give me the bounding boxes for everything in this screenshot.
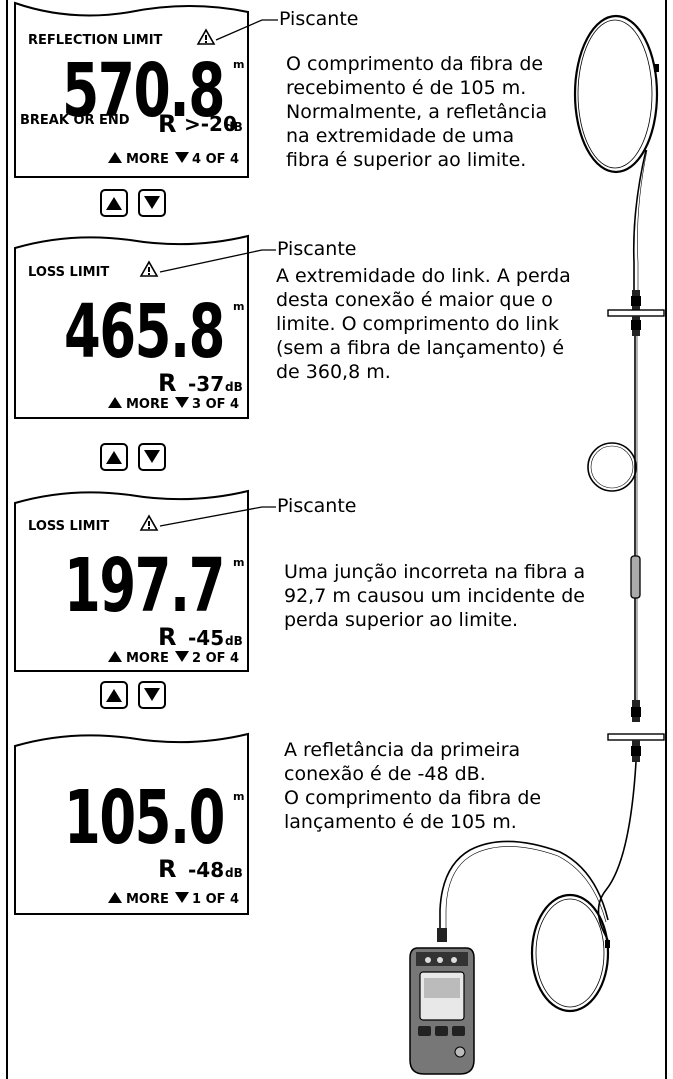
reflectance-value: -37 xyxy=(188,372,224,396)
reflectance-unit: dB xyxy=(225,120,243,134)
fiber-loop xyxy=(587,442,637,492)
page-indicator: 1 OF 4 xyxy=(192,892,239,907)
reflectance-unit: dB xyxy=(225,866,243,880)
blinking-label: Piscante xyxy=(279,8,359,30)
otdr-tester-device xyxy=(409,928,475,1075)
status-label: BREAK OR END xyxy=(20,113,130,128)
distance-unit: m xyxy=(233,300,244,313)
fiber-connector xyxy=(607,700,665,762)
warning-label: LOSS LIMIT xyxy=(28,265,109,280)
page-indicator: 4 OF 4 xyxy=(192,152,239,167)
up-triangle-icon xyxy=(108,892,122,903)
fiber-connector xyxy=(607,290,665,336)
blinking-label: Piscante xyxy=(277,495,357,517)
up-triangle-icon xyxy=(108,152,122,163)
more-label: MORE xyxy=(126,397,169,412)
leader-lines xyxy=(159,19,278,527)
down-triangle-icon xyxy=(175,892,189,903)
reflectance-value: -48 xyxy=(188,858,224,882)
up-arrow-button[interactable] xyxy=(100,189,128,217)
down-triangle-icon xyxy=(175,152,189,163)
reflectance-value: >-20 xyxy=(184,112,237,136)
down-arrow-button[interactable] xyxy=(138,443,166,471)
more-label: MORE xyxy=(126,152,169,167)
note-screen-2: A extremidade do link. A perda desta con… xyxy=(276,265,571,383)
note-screen-4: A refletância da primeira conexão é de -… xyxy=(284,739,542,833)
more-label: MORE xyxy=(126,892,169,907)
warning-triangle-icon xyxy=(196,28,216,45)
event-type: R xyxy=(158,623,176,651)
reflectance-unit: dB xyxy=(225,380,243,394)
fiber-splice xyxy=(630,555,641,599)
lcd-screen-3: LOSS LIMIT 197.7 m R -45 dB MORE 2 OF 4 xyxy=(14,489,249,672)
more-label: MORE xyxy=(126,651,169,666)
note-screen-3: Uma junção incorreta na fibra a 92,7 m c… xyxy=(284,561,586,631)
distance-readout: 570.8 xyxy=(62,48,224,134)
page-indicator: 2 OF 4 xyxy=(192,651,239,666)
distance-unit: m xyxy=(233,790,244,803)
down-arrow-button[interactable] xyxy=(138,189,166,217)
distance-unit: m xyxy=(233,556,244,569)
event-type: R xyxy=(158,110,176,138)
warning-triangle-icon xyxy=(139,260,159,277)
launch-fiber-spool xyxy=(530,893,610,1013)
warning-label: REFLECTION LIMIT xyxy=(28,33,163,48)
event-type: R xyxy=(158,369,176,397)
lcd-screen-4: 105.0 m R -48 dB MORE 1 OF 4 xyxy=(14,732,249,915)
lcd-screen-1: REFLECTION LIMIT 570.8 m BREAK OR END R … xyxy=(14,1,249,178)
up-arrow-button[interactable] xyxy=(100,443,128,471)
distance-unit: m xyxy=(233,58,244,71)
page-indicator: 3 OF 4 xyxy=(192,397,239,412)
warning-label: LOSS LIMIT xyxy=(28,519,109,534)
up-arrow-button[interactable] xyxy=(100,681,128,709)
event-type: R xyxy=(158,855,176,883)
reflectance-value: -45 xyxy=(188,626,224,650)
reflectance-unit: dB xyxy=(225,634,243,648)
distance-readout: 197.7 xyxy=(64,543,224,629)
down-triangle-icon xyxy=(175,397,189,408)
lcd-screen-2: LOSS LIMIT 465.8 m R -37 dB MORE 3 OF 4 xyxy=(14,234,249,419)
distance-readout: 105.0 xyxy=(64,775,224,861)
warning-triangle-icon xyxy=(139,514,159,531)
receive-fiber-spool xyxy=(573,14,659,174)
up-triangle-icon xyxy=(108,651,122,662)
figure-frame xyxy=(6,0,667,1079)
blinking-label: Piscante xyxy=(277,238,357,260)
down-arrow-button[interactable] xyxy=(138,681,166,709)
up-triangle-icon xyxy=(108,397,122,408)
fiber-cable xyxy=(439,14,665,1013)
down-triangle-icon xyxy=(175,651,189,662)
note-screen-1: O comprimento da fibra de recebimento é … xyxy=(286,53,548,171)
distance-readout: 465.8 xyxy=(64,289,224,375)
